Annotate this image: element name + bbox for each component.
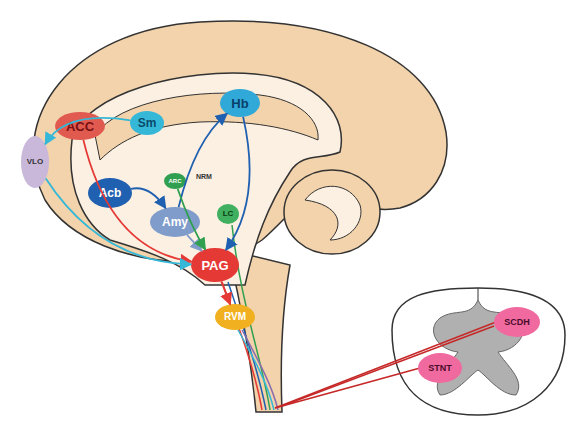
projection-arrow xyxy=(226,117,250,250)
region-fill xyxy=(418,353,462,383)
tract-line xyxy=(282,326,494,406)
region-fill xyxy=(55,112,105,140)
region-fill xyxy=(215,304,255,330)
region-label: ARC xyxy=(169,178,182,184)
region-label: Acb xyxy=(99,187,122,199)
brain-region: ACC xyxy=(55,112,105,140)
region-label: Amy xyxy=(162,216,188,228)
region-label: STNT xyxy=(428,364,452,373)
projection-arrow xyxy=(46,179,191,265)
region-fill xyxy=(220,89,260,117)
region-label: Hb xyxy=(231,97,248,110)
descending-fiber xyxy=(238,330,274,410)
region-label: ACC xyxy=(66,120,94,133)
brain-region: VLO xyxy=(21,136,49,188)
region-label: SCDH xyxy=(504,318,530,327)
region-fill xyxy=(191,248,239,282)
projection-arrow xyxy=(178,189,206,250)
cerebellum-inner xyxy=(305,186,361,240)
region-fill xyxy=(164,173,186,189)
brain-region: Amy xyxy=(150,207,200,237)
spinal-cord-section xyxy=(392,288,565,415)
region-label: RVM xyxy=(224,312,246,322)
projection-arrow xyxy=(45,118,130,144)
region-label: PAG xyxy=(201,259,228,272)
tract-line xyxy=(275,322,496,408)
projection-arrow xyxy=(179,114,227,207)
region-fill xyxy=(494,307,540,337)
projection-arrow xyxy=(131,188,165,208)
brain-region: Sm xyxy=(130,111,164,135)
region-fill xyxy=(217,204,239,224)
brain-region: ARC xyxy=(164,173,186,189)
cerebellum xyxy=(284,170,380,254)
region-fill xyxy=(130,111,164,135)
projection-arrow xyxy=(221,281,230,304)
region-text: NRM xyxy=(196,173,212,180)
region-fill xyxy=(88,178,132,208)
region-label: VLO xyxy=(27,158,43,166)
region-fill xyxy=(21,136,49,188)
brain-region: LC xyxy=(217,204,239,224)
brain-region: Hb xyxy=(220,89,260,117)
projection-arrow xyxy=(83,140,191,262)
region-label: Sm xyxy=(138,117,157,129)
dorsal-septum xyxy=(478,288,479,300)
projection-arrow xyxy=(187,235,202,251)
tract-line xyxy=(275,368,420,408)
brain-region: SCDH xyxy=(494,307,540,337)
region-fill xyxy=(150,207,200,237)
corpus-callosum xyxy=(95,93,318,160)
region-label: LC xyxy=(223,210,234,218)
descending-fiber xyxy=(242,330,278,410)
midline-region xyxy=(71,73,342,285)
brain-region: STNT xyxy=(418,353,462,383)
brain-region: PAG xyxy=(191,248,239,282)
brain-region: Acb xyxy=(88,178,132,208)
brain-region: RVM xyxy=(215,304,255,330)
